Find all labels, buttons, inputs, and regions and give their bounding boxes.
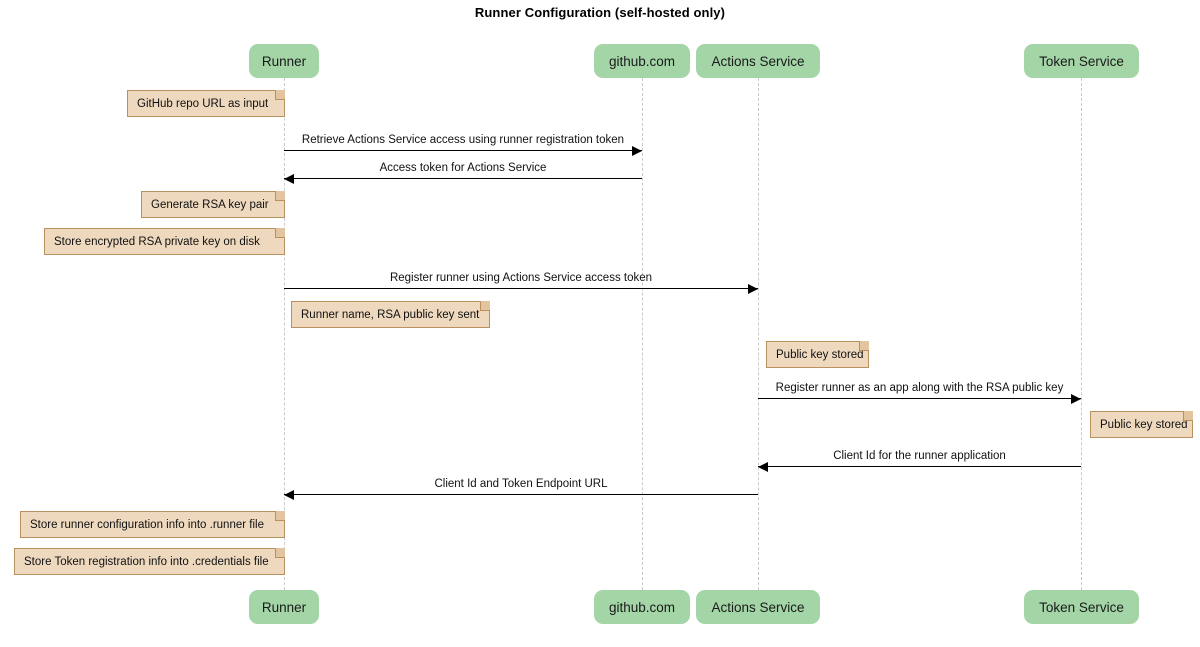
note-n3: Store encrypted RSA private key on disk	[44, 228, 285, 255]
message-label-m2: Access token for Actions Service	[379, 162, 547, 174]
arrowhead-right-m1	[632, 145, 642, 156]
note-fold-corner-icon	[275, 90, 285, 100]
note-n7: Store runner configuration info into .ru…	[20, 511, 285, 538]
note-fold-corner-icon	[275, 191, 285, 201]
note-fold-corner-icon	[480, 301, 490, 311]
message-line-m1	[284, 150, 642, 151]
lifeline-token	[1081, 78, 1082, 590]
arrowhead-right-m4	[1071, 393, 1081, 404]
note-label: GitHub repo URL as input	[137, 97, 269, 110]
note-fold-corner-icon	[275, 228, 285, 238]
participant-footer-github[interactable]: github.com	[594, 590, 690, 624]
arrowhead-left-m2	[284, 173, 294, 184]
note-fold-corner-icon	[275, 548, 285, 558]
note-label: Generate RSA key pair	[151, 198, 269, 211]
note-n5: Public key stored	[766, 341, 869, 368]
arrowhead-left-m5	[758, 461, 768, 472]
participant-label: Token Service	[1039, 599, 1124, 615]
message-label-m1: Retrieve Actions Service access using ru…	[301, 134, 625, 146]
message-label-m5: Client Id for the runner application	[833, 450, 1006, 462]
arrowhead-left-m6	[284, 489, 294, 500]
note-label: Store runner configuration info into .ru…	[30, 518, 264, 531]
note-fold-corner-icon	[275, 511, 285, 521]
message-label-m6: Client Id and Token Endpoint URL	[434, 478, 608, 490]
lifeline-runner	[284, 78, 285, 590]
participant-label: Token Service	[1039, 53, 1124, 69]
lifeline-actions	[758, 78, 759, 590]
participant-label: Actions Service	[711, 599, 805, 615]
message-label-m4: Register runner as an app along with the…	[775, 382, 1064, 394]
note-n8: Store Token registration info into .cred…	[14, 548, 285, 575]
note-label: Public key stored	[1100, 418, 1188, 431]
message-line-m2	[284, 178, 642, 179]
note-fold-corner-icon	[859, 341, 869, 351]
participant-footer-actions[interactable]: Actions Service	[696, 590, 820, 624]
page-title: Runner Configuration (self-hosted only)	[474, 5, 726, 20]
message-line-m4	[758, 398, 1081, 399]
participant-footer-token[interactable]: Token Service	[1024, 590, 1139, 624]
participant-label: Runner	[261, 53, 307, 69]
note-fold-corner-icon	[1183, 411, 1193, 421]
note-n2: Generate RSA key pair	[141, 191, 285, 218]
note-n4: Runner name, RSA public key sent	[291, 301, 490, 328]
note-n6: Public key stored	[1090, 411, 1193, 438]
participant-header-token[interactable]: Token Service	[1024, 44, 1139, 78]
participant-label: github.com	[608, 53, 676, 69]
note-label: Store Token registration info into .cred…	[24, 555, 269, 568]
participant-header-runner[interactable]: Runner	[249, 44, 319, 78]
message-line-m5	[758, 466, 1081, 467]
participant-label: Runner	[261, 599, 307, 615]
message-line-m6	[284, 494, 758, 495]
message-label-m3: Register runner using Actions Service ac…	[389, 272, 653, 284]
note-label: Store encrypted RSA private key on disk	[54, 235, 260, 248]
participant-header-actions[interactable]: Actions Service	[696, 44, 820, 78]
note-label: Runner name, RSA public key sent	[301, 308, 480, 321]
arrowhead-right-m3	[748, 283, 758, 294]
note-label: Public key stored	[776, 348, 864, 361]
participant-label: github.com	[608, 599, 676, 615]
message-line-m3	[284, 288, 758, 289]
participant-header-github[interactable]: github.com	[594, 44, 690, 78]
note-n1: GitHub repo URL as input	[127, 90, 285, 117]
lifeline-github	[642, 78, 643, 590]
participant-label: Actions Service	[711, 53, 805, 69]
participant-footer-runner[interactable]: Runner	[249, 590, 319, 624]
